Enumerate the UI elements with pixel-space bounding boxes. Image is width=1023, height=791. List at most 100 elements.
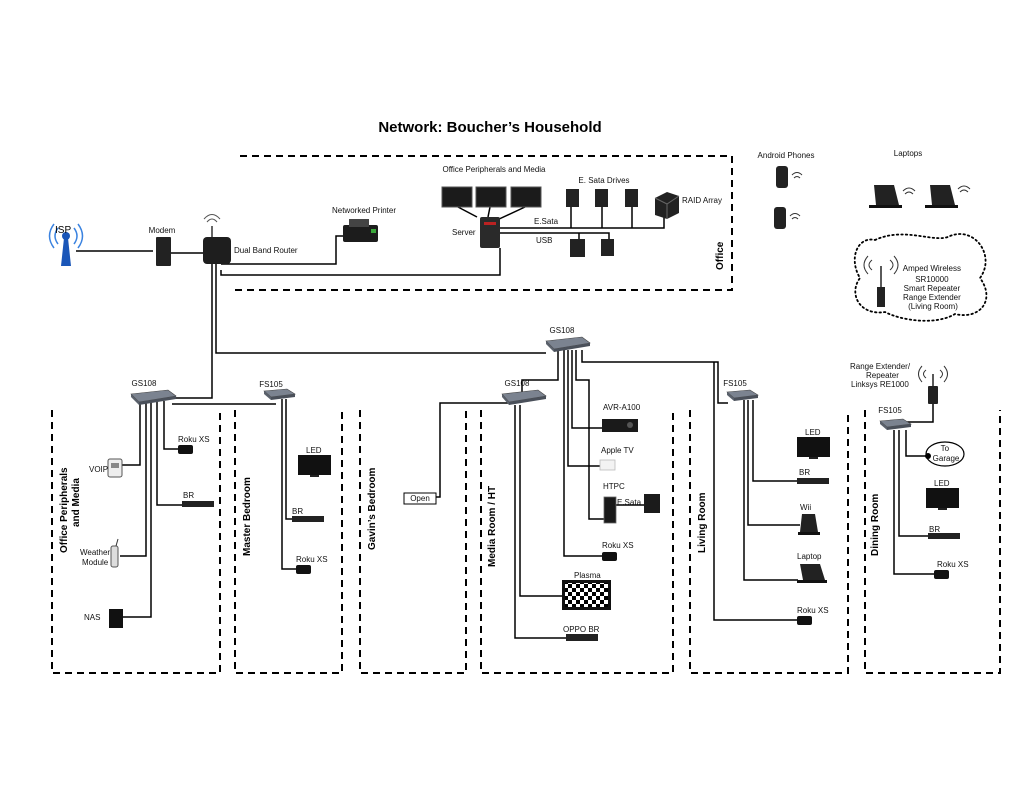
isp-tower-icon: [48, 223, 84, 266]
router-icon: [203, 214, 231, 264]
laptop-pair-icon: [869, 185, 971, 208]
dining-br-label: BR: [929, 525, 940, 534]
laptop-label: Laptop: [797, 552, 822, 561]
modem-label: Modem: [149, 226, 176, 235]
master-roku-icon: [296, 565, 311, 574]
open-port-link: [436, 402, 509, 498]
gs108-office-switch-label: GS108: [132, 379, 157, 388]
office-roku-icon: [178, 445, 193, 454]
to-garage-label: To Garage: [933, 444, 960, 463]
living-br-label: BR: [799, 468, 810, 477]
esata-label: E.Sata: [534, 217, 559, 226]
fs105-dining-switch-icon: [879, 418, 912, 430]
modem-icon: [156, 237, 171, 266]
master-br-icon: [292, 516, 324, 522]
raid-array-icon: [654, 192, 680, 219]
living-room-room-label: Living Room: [697, 492, 708, 553]
living-laptop-icon: [797, 564, 827, 583]
dining-led-label: LED: [934, 479, 950, 488]
living-br-link: [752, 400, 797, 482]
office-peripherals-label: Office Peripherals and Media: [442, 165, 546, 174]
router-to-office-switch-link: [172, 264, 213, 399]
zone-boundaries: [51, 155, 1001, 674]
office-roku-link: [163, 401, 178, 450]
router-to-server-link: [220, 248, 501, 276]
fs105-dining-switch-label: FS105: [878, 406, 902, 415]
living-roku-label: Roku XS: [797, 606, 829, 615]
dining-led-tv-icon: [926, 488, 959, 510]
plasma-link: [519, 405, 562, 597]
office-zone-boundary: [232, 155, 733, 291]
monitor-2-link: [487, 206, 491, 218]
living-room-zone-boundary: [689, 410, 849, 674]
open-port-label: Open: [410, 494, 430, 503]
network-wiring: [76, 206, 934, 639]
htpc-esata-label: E.Sata: [617, 498, 642, 507]
dining-room-zone-boundary: [864, 410, 1001, 674]
android-phones-label: Android Phones: [758, 151, 815, 160]
voip-link: [118, 401, 141, 466]
master-led-tv-icon: [298, 455, 331, 477]
gs108-top-switch-icon: [545, 336, 591, 352]
fs105-living-switch-label: FS105: [723, 379, 747, 388]
nas-label: NAS: [84, 613, 100, 622]
router-to-printer-link: [221, 235, 345, 265]
esata-drive-icon: [566, 189, 638, 207]
amped-repeater-cloud-boundary: [853, 233, 988, 322]
gs108-to-media-switch-link: [521, 350, 559, 394]
printer-label: Networked Printer: [332, 206, 396, 215]
monitor-3-link: [496, 206, 526, 221]
server-label: Server: [452, 228, 476, 237]
plasma-label: Plasma: [574, 571, 601, 580]
laptop-link: [743, 400, 798, 581]
range-extender-label: Range Extender/ Repeater Linksys RE1000: [850, 362, 912, 389]
living-roku-icon: [797, 616, 812, 625]
open-port-box: [403, 492, 437, 505]
media-room-room-label: Media Room / HT: [487, 486, 498, 567]
fs105-master-switch-icon: [263, 388, 296, 400]
dining-roku-icon: [934, 570, 949, 579]
office-br-link: [156, 401, 182, 506]
gs108-top-switch-label: GS108: [550, 326, 575, 335]
weather-module-label: Weather Module: [80, 548, 112, 567]
gavins-bedroom-zone-boundary: [359, 410, 467, 674]
weather-module-link: [120, 401, 147, 557]
range-extender-icon: [918, 365, 948, 404]
master-roku-link: [281, 399, 296, 570]
living-led-label: LED: [805, 428, 821, 437]
htpc-esata-drive-icon: [644, 494, 660, 513]
server-icon: [480, 217, 500, 248]
nas-icon: [109, 609, 123, 628]
usb-drive-icon: [570, 239, 614, 257]
diagram-title: Network: Boucher’s Household: [378, 119, 601, 136]
oppo-link: [514, 405, 566, 639]
dining-roku-link: [893, 430, 934, 575]
gs108-to-living-switch-link: [581, 350, 728, 404]
wii-label: Wii: [800, 503, 811, 512]
usb-drives-links: [500, 232, 610, 239]
office-br-icon: [182, 501, 214, 507]
office-peripherals-zone-boundary: [51, 410, 221, 674]
media-roku-label: Roku XS: [602, 541, 634, 550]
esata-drives-links: [500, 207, 665, 229]
living-roku-link: [713, 362, 797, 621]
office-peripherals-room-label: Office Peripherals: [59, 467, 70, 553]
gs108-office-switch-icon: [130, 389, 177, 405]
to-garage-link: [905, 430, 928, 457]
to-garage-connector: [925, 453, 931, 459]
printer-icon: [343, 219, 378, 242]
dining-br-link: [898, 430, 928, 537]
isp-label: ISP: [55, 225, 71, 236]
master-bedroom-zone-boundary: [234, 410, 343, 674]
amped-repeater-icon: [863, 255, 899, 307]
raid-label: RAID Array: [682, 196, 722, 205]
master-led-label: LED: [306, 446, 322, 455]
htpc-link: [575, 350, 604, 520]
office-zone-label: Office: [715, 241, 726, 270]
media-roku-link: [563, 350, 602, 557]
dining-br-icon: [928, 533, 960, 539]
usb-label: USB: [536, 236, 552, 245]
office-peripherals-room-label-line-2: and Media: [71, 478, 82, 527]
apple-tv-label: Apple TV: [601, 446, 634, 455]
